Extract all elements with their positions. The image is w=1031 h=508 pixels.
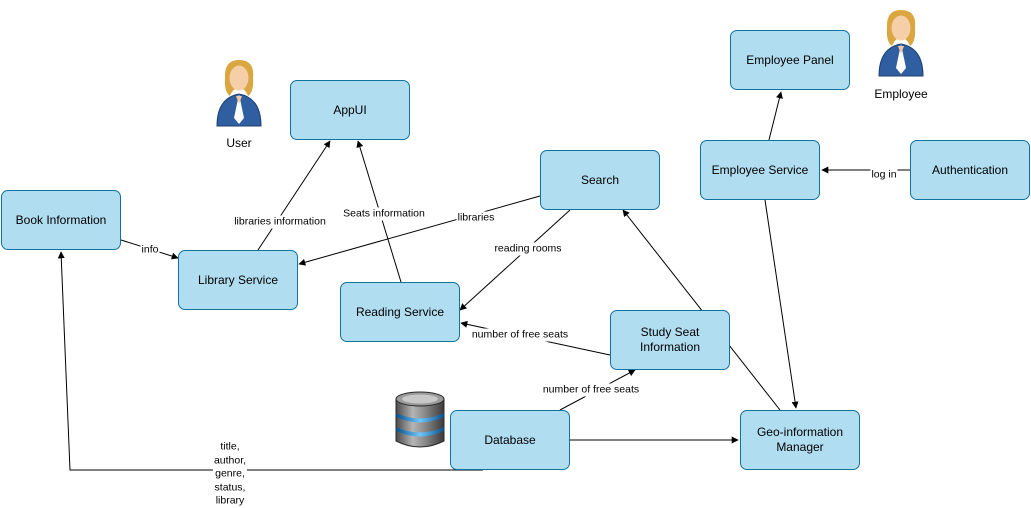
edge-label-libraries-information: libraries information: [233, 215, 327, 229]
node-study-seat-information[interactable]: Study Seat Information: [610, 310, 730, 370]
node-employee-service[interactable]: Employee Service: [700, 140, 820, 200]
user-label: User: [226, 136, 252, 150]
node-reading-service[interactable]: Reading Service: [340, 282, 460, 342]
edge-label-book-attributes: title, author, genre, status, library: [212, 440, 248, 508]
edge-employee-to-panel: [768, 91, 783, 141]
user-person-icon: [216, 60, 262, 127]
node-employee-panel[interactable]: Employee Panel: [730, 30, 850, 90]
node-authentication[interactable]: Authentication: [910, 140, 1030, 200]
edge-library-to-appui: [257, 140, 331, 251]
edge-label-number-of-free-seats-reading: number of free seats: [470, 328, 570, 342]
edge-employee-to-geo: [764, 199, 799, 409]
edge-label-libraries: libraries: [456, 211, 496, 225]
node-library-service[interactable]: Library Service: [178, 250, 298, 310]
edge-label-seats-information: Seats information: [342, 207, 426, 221]
node-search[interactable]: Search: [540, 150, 660, 210]
node-appui[interactable]: AppUI: [290, 80, 410, 140]
employee-label: Employee: [874, 87, 928, 101]
node-geo-information-manager[interactable]: Geo-information Manager: [740, 410, 860, 470]
node-database[interactable]: Database: [450, 410, 570, 470]
edge-label-info: info: [140, 243, 160, 257]
edge-search-to-reading: [459, 209, 571, 311]
database-icon: [395, 391, 445, 448]
edge-database-to-book: [57, 251, 483, 471]
employee-person-icon: [878, 10, 924, 77]
edge-label-number-of-free-seats-db: number of free seats: [541, 383, 641, 397]
edge-search-to-library: [298, 195, 541, 266]
edge-label-reading-rooms: reading rooms: [493, 242, 563, 256]
edge-label-log-in: log in: [870, 168, 898, 182]
node-book-information[interactable]: Book Information: [1, 190, 121, 250]
